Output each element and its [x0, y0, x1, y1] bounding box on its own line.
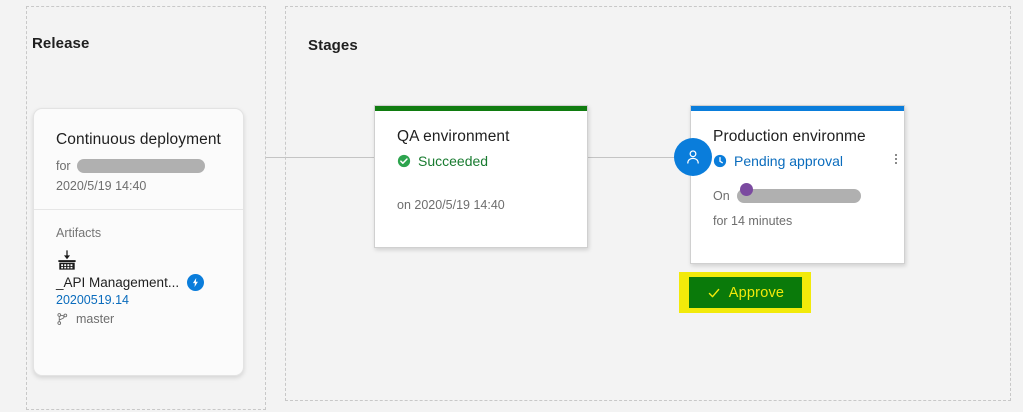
approver-mini-avatar	[740, 183, 753, 196]
artifact-name: _API Management...	[56, 275, 180, 290]
release-card-divider	[34, 209, 243, 210]
release-card[interactable]: Continuous deployment for 2020/5/19 14:4…	[33, 108, 244, 376]
stage-status-row-production: Pending approval	[713, 153, 904, 169]
approval-on-row: On	[713, 183, 904, 203]
clock-circle-icon	[713, 154, 727, 168]
artifacts-label: Artifacts	[56, 226, 102, 240]
connector-release-to-qa	[266, 157, 374, 158]
package-download-icon	[58, 250, 76, 270]
artifact-version[interactable]: 20200519.14	[56, 293, 129, 307]
release-for-row: for	[56, 159, 223, 173]
release-panel	[26, 6, 266, 410]
artifact-name-row[interactable]: _API Management...	[56, 274, 223, 291]
redacted-release-name	[76, 159, 205, 173]
check-icon	[708, 288, 720, 297]
stage-status-row-qa: Succeeded	[397, 153, 587, 169]
lightning-bolt-icon	[187, 274, 205, 291]
branch-row: master	[56, 312, 223, 326]
stages-panel	[285, 6, 1011, 401]
stage-footnote-qa: on 2020/5/19 14:40	[397, 198, 505, 212]
redacted-approver-name	[736, 189, 861, 203]
stage-status-bar-production	[691, 106, 904, 111]
branch-icon	[57, 313, 68, 325]
approve-button[interactable]: Approve	[689, 277, 802, 308]
stage-status-text-qa: Succeeded	[418, 153, 489, 169]
connector-qa-to-production	[588, 157, 692, 158]
stage-footnote-production: for 14 minutes	[713, 214, 793, 228]
approval-on-label: On	[713, 189, 730, 203]
check-circle-icon	[397, 154, 411, 168]
branch-name: master	[76, 312, 115, 326]
approver-avatar[interactable]	[674, 138, 712, 176]
stage-status-text-production: Pending approval	[734, 153, 843, 169]
stage-card-production[interactable]: Production environme Pending approval On…	[690, 105, 905, 264]
stage-name-production: Production environme	[713, 128, 866, 145]
release-card-heading: Continuous deployment	[56, 131, 221, 148]
release-panel-title: Release	[32, 35, 90, 52]
more-vertical-icon[interactable]	[895, 154, 897, 164]
approve-button-label: Approve	[728, 284, 785, 301]
stage-name-qa: QA environment	[397, 128, 510, 145]
stage-card-qa[interactable]: QA environment Succeeded on 2020/5/19 14…	[374, 105, 588, 248]
person-icon	[687, 150, 699, 164]
stages-panel-title: Stages	[308, 37, 358, 54]
stage-status-bar-qa	[375, 106, 587, 111]
release-for-label: for	[56, 159, 71, 173]
release-timestamp: 2020/5/19 14:40	[56, 179, 147, 193]
